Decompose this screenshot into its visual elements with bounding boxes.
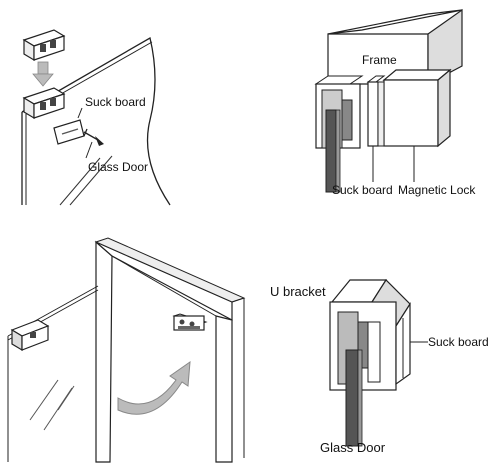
swing-arrow-icon xyxy=(117,360,191,415)
u-bracket-label: U bracket xyxy=(270,284,326,299)
u-bracket-body xyxy=(329,279,411,391)
door-frame xyxy=(94,237,246,463)
glass-door-install-drawing: Suck board Glass Door xyxy=(21,29,171,206)
down-arrow-icon xyxy=(32,61,54,87)
suck-board-part xyxy=(366,75,386,147)
glass-reflection-line xyxy=(43,387,73,431)
suck-board-on-glass xyxy=(10,319,50,352)
door-frame-install-panel xyxy=(0,230,260,465)
glass-door-install-panel: Suck board Glass Door xyxy=(0,0,250,215)
frame-section-drawing: Frame Suck board Magnetic Lock xyxy=(314,8,476,197)
glass-door-pane xyxy=(345,349,359,447)
screw-icon xyxy=(83,128,104,146)
glass-reflection-line xyxy=(57,385,75,411)
suck-board-plate xyxy=(53,119,85,145)
frame-block xyxy=(327,8,463,85)
glass-reflection-line xyxy=(69,155,113,206)
u-bracket-section-panel: U bracket Suck board Glass Door xyxy=(260,230,498,465)
leader-line xyxy=(77,107,83,119)
magnetic-lock-body xyxy=(382,68,452,148)
frame-label: Frame xyxy=(362,53,397,67)
glass-door-pane-inner xyxy=(357,349,363,447)
suck-board-part xyxy=(395,301,411,386)
suck-board-label: Suck board xyxy=(332,183,393,197)
glass-edge xyxy=(325,109,337,193)
magnetic-lock-label: Magnetic Lock xyxy=(398,183,476,197)
glass-pane-outline xyxy=(21,37,171,206)
door-frame-install-drawing xyxy=(7,237,246,463)
lock-block-upper xyxy=(22,29,66,62)
suck-board-label: Suck board xyxy=(428,335,489,349)
lock-block-lower xyxy=(22,87,66,120)
frame-section-panel: Frame Suck board Magnetic Lock xyxy=(250,0,498,215)
u-bracket-section-drawing: U bracket Suck board Glass Door xyxy=(270,279,489,455)
leader-line xyxy=(85,141,93,159)
glass-door-label: Glass Door xyxy=(320,440,386,455)
magnetic-lock-on-frame xyxy=(172,313,208,331)
glass-door-label: Glass Door xyxy=(88,160,148,174)
glass-reflection-line xyxy=(29,379,59,421)
glass-edge-inner xyxy=(335,109,341,193)
suck-board-label: Suck board xyxy=(85,95,146,109)
glass-reflection-line xyxy=(59,157,101,206)
